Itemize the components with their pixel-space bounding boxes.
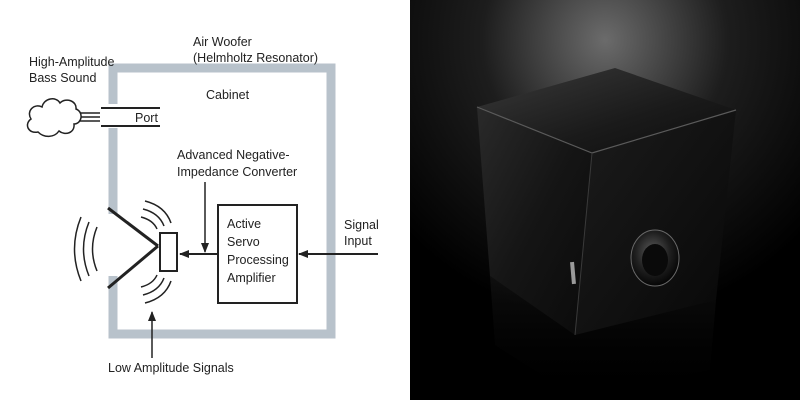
label-port: Port (135, 111, 158, 125)
label-cabinet: Cabinet (206, 88, 250, 102)
label-low-amplitude: Low Amplitude Signals (108, 361, 234, 375)
title-air-woofer: Air Woofer (193, 35, 252, 49)
label-amp-line1: Active (227, 217, 261, 231)
label-signal-line1: Signal (344, 218, 379, 232)
speaker-cone-lower (107, 244, 159, 290)
label-amp-line2: Servo (227, 235, 260, 249)
driver-coil-box (159, 232, 178, 272)
label-bass-line2: Bass Sound (29, 71, 96, 85)
label-amp-line4: Amplifier (227, 271, 276, 285)
diagram-panel: Air Woofer (Helmholtz Resonator) High-Am… (26, 35, 379, 375)
cabinet-left-face (477, 107, 592, 335)
label-amp-line3: Processing (227, 253, 289, 267)
cabinet-right-face (575, 110, 736, 335)
label-signal-line2: Input (344, 234, 372, 248)
yamaha-logo (570, 261, 576, 285)
floor-reflection (490, 276, 716, 400)
cabinet-top-face (477, 68, 736, 153)
label-converter-line2: Impedance Converter (177, 165, 297, 179)
bass-cloud-icon (26, 98, 82, 138)
subwoofer-product-photo (410, 0, 800, 400)
product-panel (410, 0, 800, 400)
bass-port-inner (642, 244, 668, 276)
speaker-cone-upper (107, 206, 159, 248)
cabinet-vertical-edge (574, 152, 593, 336)
label-bass-line1: High-Amplitude (29, 55, 115, 69)
title-helmholtz: (Helmholtz Resonator) (193, 51, 318, 65)
sound-waves-left (73, 216, 98, 282)
cabinet-outline (108, 63, 336, 339)
sound-waves-inner-upper (140, 200, 172, 230)
label-converter-line1: Advanced Negative- (177, 148, 290, 162)
sound-waves-inner-lower (140, 274, 172, 304)
helmholtz-diagram: Air Woofer (Helmholtz Resonator) High-Am… (26, 35, 379, 375)
